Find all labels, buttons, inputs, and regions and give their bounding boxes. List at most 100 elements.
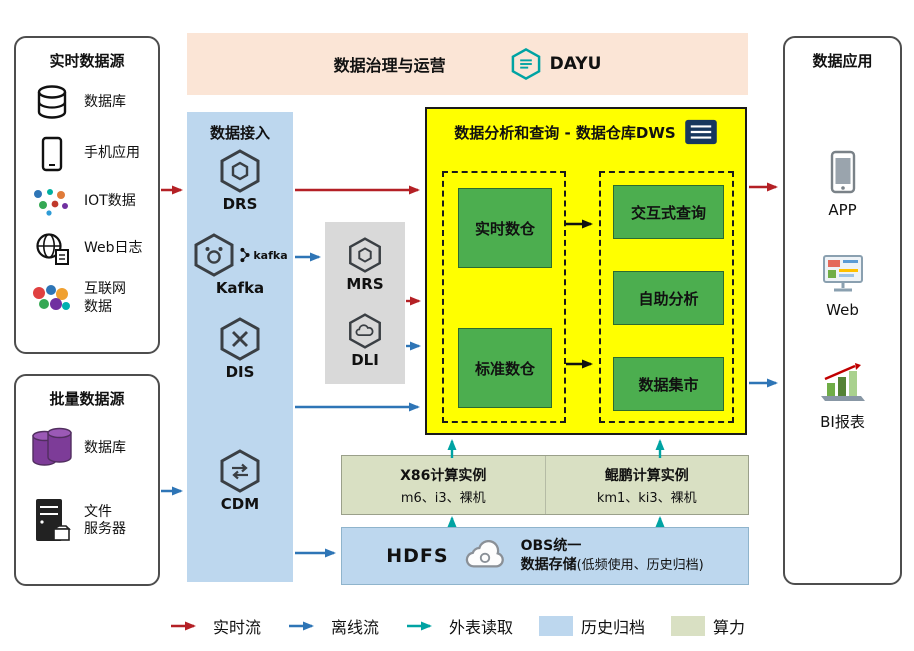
- app-item-bi: BI报表: [785, 362, 900, 432]
- legend-label: 实时流: [212, 618, 261, 637]
- batch-sources-panel: 批量数据源 数据库 文件 服务器: [14, 374, 160, 586]
- internet-data-icon: [28, 283, 76, 315]
- dli-hexagon-icon: [349, 313, 381, 349]
- legend-label: 算力: [713, 618, 746, 637]
- dayu-label: DAYU: [549, 54, 602, 74]
- source-item-label: IOT数据: [84, 193, 136, 210]
- phone-icon: [28, 136, 76, 172]
- app-label: APP: [828, 201, 857, 219]
- dli-label: DLI: [351, 351, 379, 369]
- mrs-label: MRS: [346, 275, 384, 293]
- teal-arrow-icon: [406, 621, 432, 631]
- source-item-label: 数据库: [84, 440, 126, 457]
- compute-section-title: X86计算实例: [400, 467, 487, 484]
- source-item-label: Web日志: [84, 240, 143, 257]
- kafka-logo: kafka: [239, 246, 288, 264]
- realtime-sources-panel: 实时数据源 数据库 手机应用 IOT数据: [14, 36, 160, 354]
- database-stack-icon: [28, 427, 76, 471]
- mrs-hexagon-icon: [349, 237, 381, 273]
- ingestion-panel: 数据接入 DRS kafka Kafka DIS CDM: [187, 112, 293, 582]
- hdfs-label: HDFS: [386, 545, 449, 567]
- app-item-web: Web: [785, 252, 900, 319]
- obs-title-line1: OBS统一: [520, 538, 582, 555]
- app-label: BI报表: [820, 413, 865, 431]
- service-mrs: MRS: [325, 236, 405, 293]
- obs-text-block: OBS统一 数据存储(低频使用、历史归档): [521, 537, 704, 574]
- red-arrow-icon: [170, 621, 196, 631]
- file-server-icon: [28, 497, 76, 545]
- dis-label: DIS: [225, 363, 255, 381]
- source-item-mobile-app: 手机应用: [16, 136, 158, 172]
- source-item-database: 数据库: [16, 85, 158, 121]
- dws-title: 数据分析和查询 - 数据仓库DWS: [454, 123, 676, 142]
- compute-section-title: 鲲鹏计算实例: [604, 467, 689, 484]
- drs-label: DRS: [222, 195, 258, 213]
- ingestion-title: 数据接入: [209, 124, 270, 142]
- box-standard-warehouse: 标准数仓: [458, 328, 552, 408]
- legend-item-offline-flow: 离线流: [287, 614, 379, 638]
- cdm-hexagon-icon: [220, 449, 260, 493]
- applications-panel: 数据应用 APP Web BI报表: [783, 36, 902, 585]
- legend-label: 外表读取: [448, 618, 513, 637]
- dis-hexagon-icon: [220, 317, 260, 361]
- warehouse-group: 实时数仓 标准数仓: [442, 171, 566, 423]
- kafka-brand-text: kafka: [253, 248, 288, 262]
- middleware-panel: MRS DLI: [325, 222, 405, 384]
- app-label: Web: [826, 301, 859, 319]
- source-item-batch-database: 数据库: [16, 427, 158, 471]
- compute-instances-bar: X86计算实例 m6、i3、裸机 鲲鹏计算实例 km1、ki3、裸机: [341, 455, 749, 515]
- realtime-sources-list: 数据库 手机应用 IOT数据 Web日志: [16, 85, 158, 316]
- source-item-label: 手机应用: [84, 145, 140, 162]
- legend-item-realtime-flow: 实时流: [169, 614, 261, 638]
- service-drs: DRS: [187, 148, 293, 213]
- kafka-hexagon-icon: [194, 233, 234, 277]
- smartphone-icon: [830, 150, 855, 194]
- drs-hexagon-icon: [220, 149, 260, 193]
- cdm-label: CDM: [220, 495, 260, 513]
- legend-label: 离线流: [330, 618, 379, 637]
- source-item-internet-data: 互联网 数据: [16, 281, 158, 316]
- legend: 实时流 离线流 外表读取 历史归档 算力: [0, 614, 914, 638]
- obs-title-line2-row: 数据存储(低频使用、历史归档): [521, 556, 704, 575]
- obs-note: (低频使用、历史归档): [576, 557, 704, 573]
- monitor-icon: [822, 255, 863, 292]
- service-dis: DIS: [187, 316, 293, 381]
- legend-item-compute: 算力: [671, 614, 745, 638]
- applications-title: 数据应用: [812, 52, 873, 70]
- blue-arrow-icon: [288, 621, 314, 631]
- box-interactive-query: 交互式查询: [613, 185, 724, 239]
- batch-sources-title: 批量数据源: [49, 390, 125, 408]
- source-item-label: 互联网 数据: [84, 281, 126, 315]
- compute-section-x86: X86计算实例 m6、i3、裸机: [342, 456, 545, 514]
- governance-bar: 数据治理与运营 DAYU: [187, 33, 748, 95]
- governance-title: 数据治理与运营: [333, 56, 446, 75]
- compute-section-kunpeng: 鲲鹏计算实例 km1、ki3、裸机: [544, 456, 749, 514]
- archive-swatch: [539, 616, 573, 636]
- storage-bar: HDFS OBS统一 数据存储(低频使用、历史归档): [341, 527, 749, 585]
- service-cdm: CDM: [187, 448, 293, 513]
- source-item-web-logs: Web日志: [16, 232, 158, 266]
- dayu-icon: [511, 48, 540, 80]
- analytics-group: 交互式查询 自助分析 数据集市: [599, 171, 734, 423]
- iot-icon: [28, 187, 76, 217]
- service-kafka: kafka Kafka: [187, 232, 293, 297]
- document-icon: [684, 119, 717, 145]
- dws-title-row: 数据分析和查询 - 数据仓库DWS: [427, 119, 745, 145]
- batch-sources-list: 数据库 文件 服务器: [16, 427, 158, 545]
- legend-label: 历史归档: [581, 618, 646, 637]
- kafka-label: Kafka: [215, 279, 265, 297]
- source-item-file-server: 文件 服务器: [16, 497, 158, 545]
- source-item-label: 文件 服务器: [84, 503, 126, 538]
- bar-chart-icon: [820, 363, 865, 401]
- compute-section-subtitle: m6、i3、裸机: [400, 490, 486, 506]
- app-item-app: APP: [785, 150, 900, 219]
- cloud-icon: [465, 540, 504, 568]
- legend-item-archive: 历史归档: [539, 614, 645, 638]
- box-self-service-analysis: 自助分析: [613, 271, 724, 325]
- obs-title-line2: 数据存储: [520, 556, 577, 573]
- compute-swatch: [671, 616, 706, 636]
- realtime-sources-title: 实时数据源: [49, 52, 125, 70]
- database-icon: [28, 85, 76, 121]
- dayu-brand: DAYU: [510, 47, 602, 81]
